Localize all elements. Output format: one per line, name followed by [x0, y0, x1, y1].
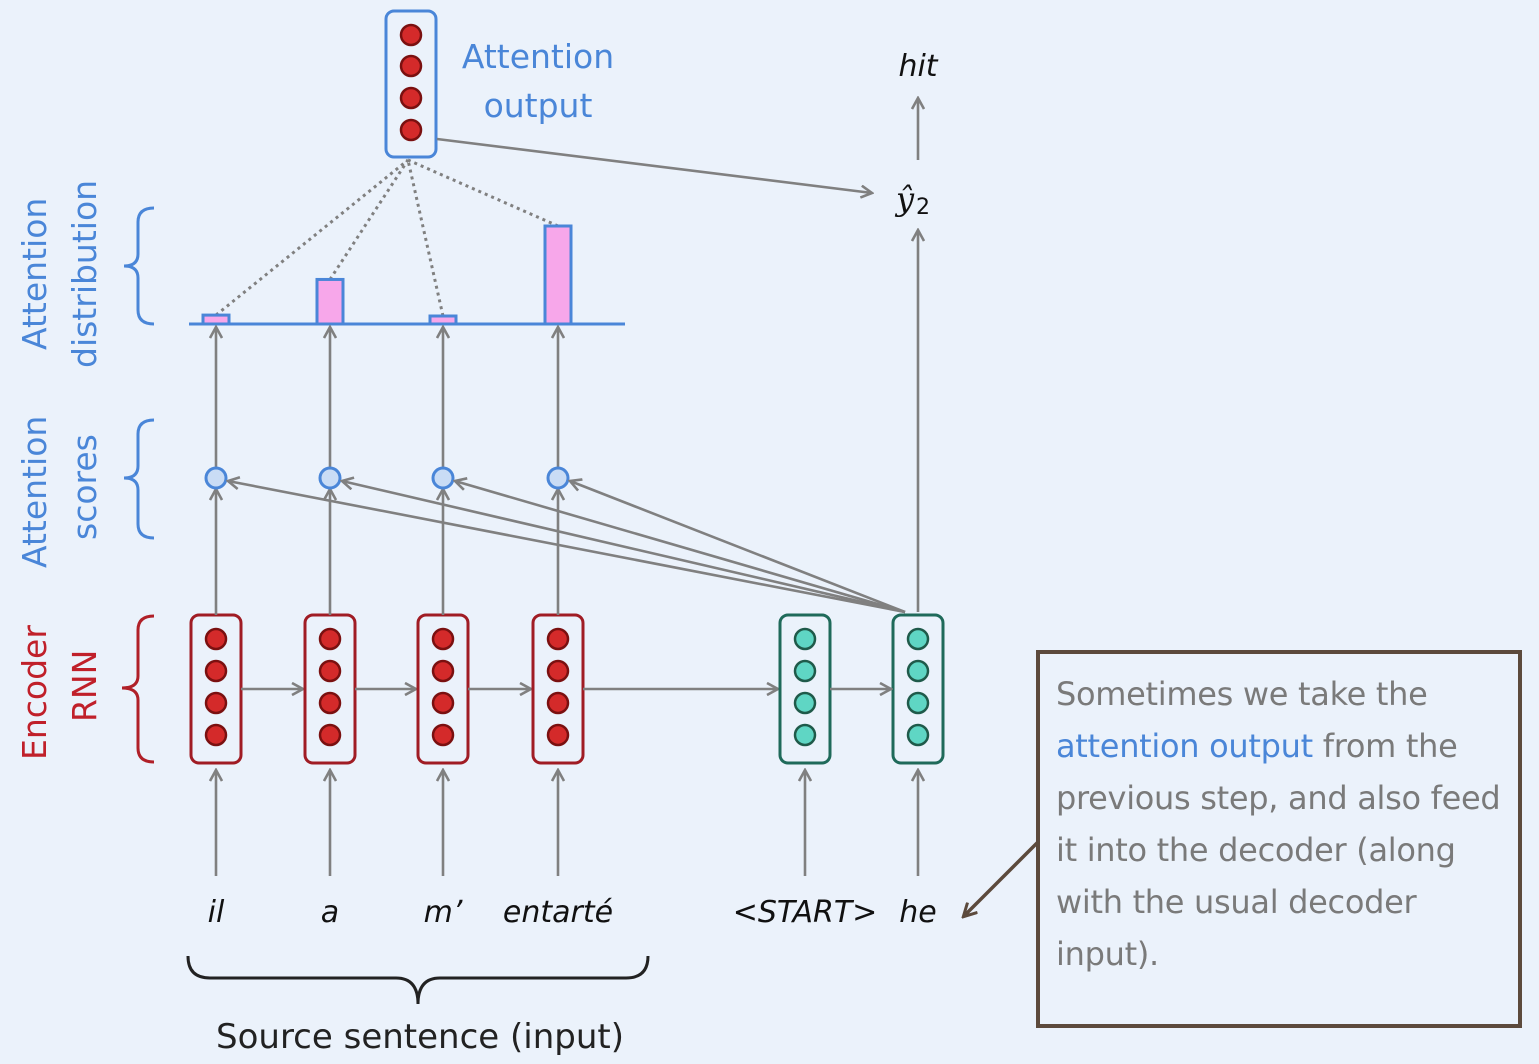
source-word: il — [208, 895, 225, 930]
arrow-decoder-to-score — [455, 481, 906, 614]
hidden-unit — [204, 723, 228, 747]
decoder-input-word: <START> — [733, 895, 878, 930]
hidden-unit — [431, 691, 455, 715]
side-label-encoder-rnn: Encoder RNN — [15, 625, 104, 760]
attention-score — [318, 466, 342, 490]
attention-weight-bar — [543, 224, 573, 326]
output-word-hit: hit — [898, 49, 938, 84]
attention-output-vector — [384, 9, 438, 159]
hidden-unit — [906, 723, 930, 747]
encoder-hidden-state — [189, 613, 243, 765]
hidden-unit — [431, 659, 455, 683]
encoder-hidden-state — [416, 613, 470, 765]
hidden-unit — [318, 659, 342, 683]
decoder-input-word: he — [899, 895, 936, 930]
encoder-rnn: il a m’ entarté — [189, 327, 778, 930]
dotted-line-to-attention-output — [406, 159, 445, 317]
hidden-unit — [318, 723, 342, 747]
hidden-unit — [204, 627, 228, 651]
hidden-unit — [793, 627, 817, 651]
side-label-line2: RNN — [65, 650, 104, 722]
side-label-attention-distribution: Attention distribution — [15, 180, 104, 368]
source-word: entarté — [503, 895, 613, 930]
brace-encoder-rnn — [121, 614, 155, 764]
attention-distribution-bars — [201, 224, 573, 326]
callout-text-before: Sometimes we take the — [1056, 675, 1428, 713]
brace-attention-scores — [123, 418, 155, 540]
hidden-unit — [906, 627, 930, 651]
hidden-unit — [318, 691, 342, 715]
source-sentence-label: Source sentence (input) — [216, 1017, 624, 1057]
attention-weight-bar — [315, 277, 345, 326]
source-word: a — [321, 895, 339, 930]
attention-output-label-line2: output — [484, 86, 593, 125]
hidden-unit — [546, 659, 570, 683]
callout-text-after: from the previous step, and also feed it… — [1056, 727, 1501, 973]
hidden-unit — [906, 691, 930, 715]
decoder-hidden-state — [891, 613, 945, 765]
hidden-unit — [204, 659, 228, 683]
attention-output-label-line1: Attention — [462, 37, 614, 76]
hidden-unit — [906, 659, 930, 683]
hidden-unit — [431, 627, 455, 651]
encoder-hidden-state — [531, 613, 585, 765]
dotted-line-to-attention-output — [328, 159, 410, 281]
hidden-unit — [793, 659, 817, 683]
brace-attention-distribution — [123, 206, 155, 326]
attention-weighted-sum-lines — [215, 158, 559, 317]
dotted-line-to-attention-output — [215, 158, 409, 317]
encoder-hidden-state — [303, 613, 357, 765]
y-hat-label: ŷ — [894, 180, 915, 218]
decoder-hidden-state-box — [891, 613, 945, 765]
brace-source-sentence — [186, 955, 650, 1005]
side-label-line2: distribution — [65, 180, 104, 368]
attention-score — [204, 466, 228, 490]
side-label-line2: scores — [65, 434, 104, 540]
side-label-attention-scores: Attention scores — [15, 416, 104, 568]
hidden-unit — [546, 627, 570, 651]
source-word: m’ — [424, 895, 463, 930]
hidden-unit — [546, 723, 570, 747]
arrow-decoder-to-score — [570, 481, 906, 614]
decoder-rnn: <START> he — [228, 481, 945, 930]
callout-box: Sometimes we take the attention output f… — [1036, 650, 1522, 1028]
y-hat-subscript: 2 — [916, 195, 930, 220]
hidden-unit — [793, 723, 817, 747]
hidden-unit — [431, 723, 455, 747]
dotted-line-to-attention-output — [407, 158, 559, 228]
arrow-decoder-to-score — [342, 481, 906, 614]
callout-text-highlight: attention output — [1056, 727, 1313, 765]
hidden-unit — [204, 691, 228, 715]
attention-weight-bar — [201, 313, 231, 326]
hidden-unit — [318, 627, 342, 651]
hidden-unit — [793, 691, 817, 715]
arrow-decoder-to-score — [228, 481, 906, 614]
side-label-line1: Encoder — [15, 625, 54, 760]
attention-score — [431, 466, 455, 490]
arrow-attention-to-yhat — [436, 137, 872, 193]
attention-score — [546, 466, 570, 490]
decoder-hidden-state — [778, 613, 832, 765]
side-label-line1: Attention — [15, 198, 54, 350]
callout-arrow — [964, 840, 1040, 916]
hidden-unit — [546, 691, 570, 715]
side-label-line1: Attention — [15, 416, 54, 568]
attention-weight-bar — [428, 314, 458, 326]
